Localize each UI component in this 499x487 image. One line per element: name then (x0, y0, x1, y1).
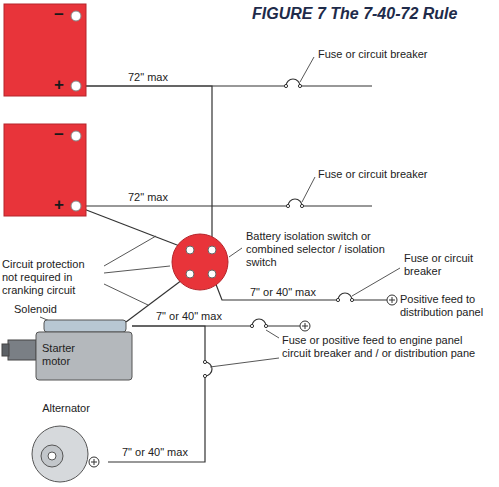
battery-terminal (71, 11, 81, 21)
fuse-contact (350, 298, 353, 301)
motor-shaft (8, 340, 36, 360)
feed-wire (212, 274, 338, 300)
leader-line (104, 266, 170, 273)
figure-title: FIGURE 7 The 7-40-72 Rule (252, 4, 457, 24)
annotation: 7" or 40" max (156, 310, 222, 323)
battery-art (4, 4, 86, 96)
battery: −+ (4, 124, 86, 216)
fuse-contact (286, 204, 289, 207)
battery-wire (302, 205, 372, 206)
annotation: 72" max (128, 71, 168, 84)
leader-line (300, 57, 314, 82)
leader-line (352, 268, 400, 296)
isolation-switch (172, 234, 228, 290)
leader-line (210, 358, 279, 367)
annotation: Fuse or positive feed to engine panel ci… (282, 334, 494, 360)
annotation: Fuse or circuit breaker (404, 252, 496, 278)
battery: −+ (4, 4, 86, 96)
leader-line (229, 248, 242, 257)
leader-line (104, 236, 156, 266)
battery-wire (76, 206, 190, 250)
fuse-contact (250, 324, 253, 327)
fuse-contact (203, 374, 206, 377)
fuse-symbol (200, 79, 352, 376)
battery-wire (76, 86, 212, 250)
fuse-contact (336, 298, 339, 301)
feed-wire (266, 325, 300, 326)
annotation: 7" or 40" max (250, 286, 316, 299)
motor-body (36, 332, 132, 380)
positive-terminal (389, 297, 395, 303)
battery-terminal (71, 201, 81, 211)
annotation: 72" max (128, 191, 168, 204)
leader-line (302, 177, 315, 202)
fuse-symbol (200, 362, 210, 376)
fuse-contact (264, 324, 267, 327)
annotation: Circuit protection not required in crank… (2, 258, 100, 297)
part-name: Alternator (26, 402, 106, 415)
fuse-symbol (338, 293, 352, 300)
fuse-symbol (286, 79, 300, 86)
feed-wire (132, 325, 252, 326)
isolation-switch (208, 270, 216, 278)
isolation-switch (208, 246, 216, 254)
fuse-contact (203, 360, 206, 363)
battery-wire (300, 85, 372, 86)
battery-case (4, 4, 86, 96)
battery-terminal (71, 81, 81, 91)
polarity-mark: − (54, 5, 64, 25)
polarity-mark: − (54, 125, 64, 145)
part-name: Starter motor (42, 342, 102, 368)
alternator: Alternator (22, 398, 108, 484)
solenoid-body (44, 320, 126, 332)
battery-case (4, 124, 86, 216)
alternator-hub (48, 452, 56, 460)
fuse-symbol (288, 199, 302, 206)
battery-wire (76, 205, 288, 206)
leader-line (40, 57, 400, 367)
positive-terminal (387, 295, 397, 305)
isolation-switch (186, 270, 194, 278)
positive-terminal (302, 323, 308, 329)
positive-terminal (300, 321, 310, 331)
leader-line (266, 330, 279, 338)
alternator-pulley (41, 445, 63, 467)
feed-wire (126, 274, 387, 326)
annotation: Battery isolation switch or combined sel… (246, 230, 396, 269)
fuse-contact (300, 204, 303, 207)
leader-line (104, 284, 148, 305)
annotation: Positive feed to distribution panel (400, 293, 495, 319)
fuse-contact (298, 84, 301, 87)
fuse-symbol (252, 319, 266, 326)
polarity-mark: + (54, 75, 64, 95)
positive-terminal (300, 295, 397, 331)
battery-terminal (71, 131, 81, 141)
motor-shaft (2, 340, 36, 360)
isolation-switch (186, 246, 194, 254)
annotation: Fuse or circuit breaker (318, 48, 427, 61)
isolation-switch (172, 234, 228, 290)
positive-terminal (91, 459, 97, 465)
annotation: 7" or 40" max (122, 446, 188, 459)
motor-shaft (2, 344, 9, 356)
starter-motor: Starter motor (36, 320, 132, 380)
annotation: Fuse or circuit breaker (318, 168, 427, 181)
polarity-mark: + (54, 195, 64, 215)
fuse-contact (284, 84, 287, 87)
battery-art (4, 124, 86, 216)
alternator-body (32, 426, 88, 482)
feed-wire (352, 299, 387, 300)
fuse-symbol (205, 362, 212, 376)
annotation: Solenoid (14, 303, 57, 316)
positive-terminal (89, 457, 99, 467)
